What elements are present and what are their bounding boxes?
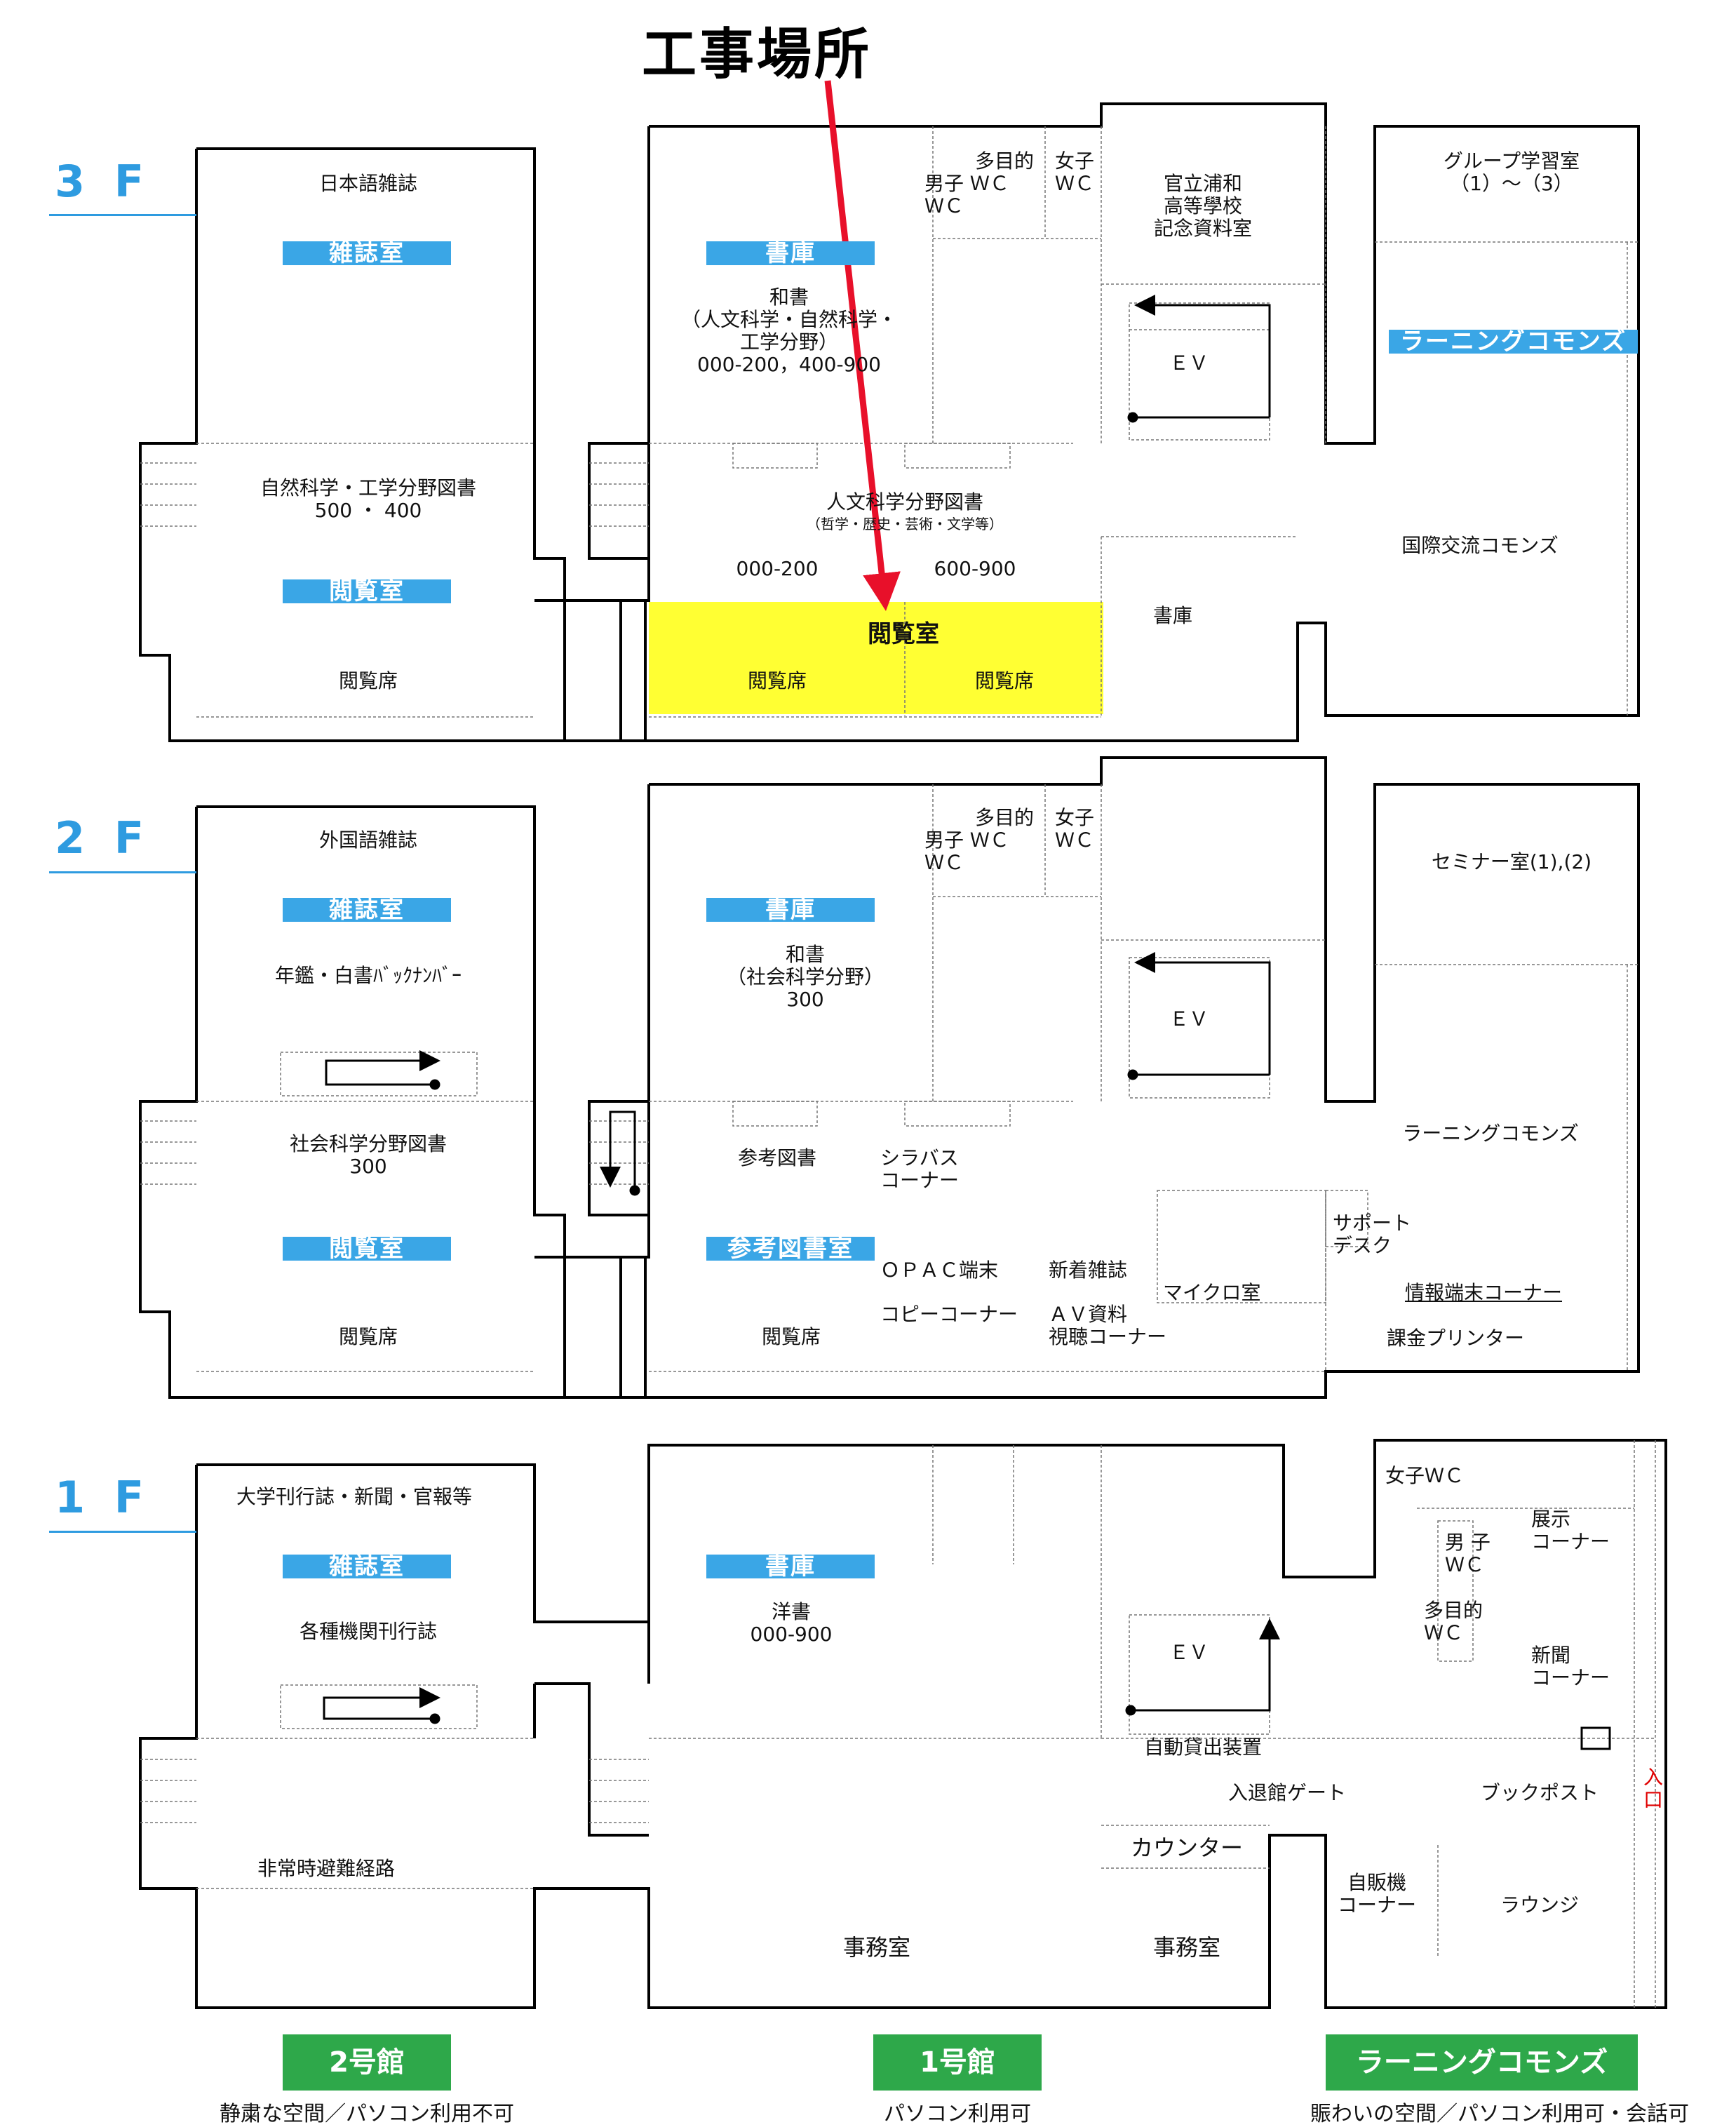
f2-printer: 課金プリンター: [1386, 1327, 1525, 1350]
f3-magazine-room-bar: 雑誌室: [283, 241, 451, 265]
floor-label-2f: 2 F: [55, 812, 152, 864]
f1-wc-male: 男 子 ＷＣ: [1445, 1531, 1491, 1576]
f2-wc-multi: 多目的: [974, 806, 1035, 829]
f1-lounge: ラウンジ: [1500, 1893, 1580, 1917]
f3-range-b: 600-900: [934, 557, 1016, 580]
f3-stack: 書庫: [1152, 604, 1193, 627]
f2-seminar: セミナー室(1),(2): [1431, 850, 1592, 873]
f3-wc-female: 女子 ＷＣ: [1054, 149, 1095, 195]
floor-underline-1f: [49, 1531, 196, 1533]
f2-ev: ＥＶ: [1169, 1007, 1209, 1031]
f2-copy-corner: コピーコーナー: [880, 1303, 1018, 1326]
f1-magazine-room-bar: 雑誌室: [283, 1555, 451, 1578]
f2-reference-books: 参考図書: [737, 1146, 817, 1169]
ev-route-1f: [323, 1618, 1280, 1724]
f2-opac: ＯＰＡＣ端末: [880, 1259, 999, 1282]
f2-terminals: 情報端末コーナー: [1404, 1281, 1563, 1304]
f3-seats-left: 閲覧席: [338, 669, 398, 692]
f1-entrance: 入 口: [1643, 1766, 1664, 1811]
f2-av-corner: ＡＶ資料 視聴コーナー: [1049, 1303, 1167, 1348]
f2-micro-room: マイクロ室: [1163, 1281, 1261, 1304]
f2-seats: 閲覧席: [761, 1325, 821, 1348]
f3-seats-b: 閲覧席: [974, 669, 1035, 692]
legend-badge-commons: ラーニングコモンズ: [1326, 2034, 1638, 2091]
f2-support-desk: サポート デスク: [1333, 1212, 1412, 1257]
f2-syllabus: シラバス コーナー: [880, 1146, 960, 1192]
floor-underline-2f: [49, 871, 196, 873]
floor-label-1f: 1 F: [55, 1472, 152, 1523]
floor-label-3f: 3 F: [55, 156, 152, 207]
f3-commons-bar: ラーニングコモンズ: [1389, 330, 1638, 354]
f3-washo: 和書 （人文科学・自然科学・ 工学分野） 000-200，400-900: [680, 286, 898, 376]
f3-stack-bar: 書庫: [706, 241, 875, 265]
f2-reading-room-bar: 閲覧室: [283, 1237, 451, 1261]
legend-caption-bldg2: 静粛な空間／パソコン利用不可: [220, 2102, 514, 2126]
legend-badge-bldg2: 2号館: [283, 2034, 451, 2091]
f3-range-a: 000-200: [736, 557, 819, 580]
f2-social-books: 社会科学分野図書 300: [289, 1132, 448, 1178]
f2-stack-bar: 書庫: [706, 898, 875, 922]
ev-route-2f: [325, 952, 1271, 1196]
f3-wc-multi: 多目的: [974, 149, 1035, 173]
legend-badge-bldg1: 1号館: [873, 2034, 1042, 2091]
f3-human-books-sub: （哲学・歴史・芸術・文学等）: [807, 516, 1003, 532]
f1-exhibit: 展示 コーナー: [1531, 1508, 1610, 1553]
f3-seats-a: 閲覧席: [747, 669, 807, 692]
floor-underline-3f: [49, 214, 196, 216]
f3-intl-commons: 国際交流コモンズ: [1401, 534, 1559, 557]
f1-office-b: 事務室: [1152, 1934, 1221, 1961]
f3-wc-male: 男子 ＷＣ ＷＣ: [924, 172, 1009, 217]
floor-1: [139, 1439, 1667, 2009]
f3-human-books: 人文科学分野図書: [826, 490, 984, 514]
f1-bookpost: ブックポスト: [1480, 1781, 1599, 1804]
f3-group-room: グループ学習室 （1）～（3）: [1443, 149, 1580, 195]
f2-wc-female: 女子 ＷＣ: [1054, 806, 1095, 852]
f1-gate: 入退館ゲート: [1227, 1781, 1347, 1804]
f1-wc-female: 女子ＷＣ: [1385, 1464, 1465, 1487]
f3-reading-room: 閲覧室: [868, 620, 939, 648]
f2-seats-left: 閲覧席: [338, 1325, 398, 1348]
f1-ev: ＥＶ: [1169, 1641, 1209, 1664]
f2-new-magazines: 新着雑誌: [1049, 1259, 1128, 1282]
f1-counter: カウンター: [1130, 1834, 1244, 1861]
f2-commons: ラーニングコモンズ: [1402, 1122, 1579, 1145]
f3-ev: ＥＶ: [1169, 351, 1209, 375]
floor-3: [139, 102, 1640, 742]
legend-caption-bldg1: パソコン利用可: [884, 2102, 1031, 2126]
f2-magazine-label: 外国語雑誌: [318, 828, 418, 852]
f2-wc-male: 男子 ＷＣ ＷＣ: [924, 828, 1009, 874]
f2-washo: 和書 （社会科学分野） 300: [726, 943, 884, 1011]
f1-newspaper: 新聞 コーナー: [1531, 1644, 1610, 1689]
f1-office-a: 事務室: [842, 1934, 911, 1961]
f1-yosho: 洋書 000-900: [750, 1600, 833, 1646]
f3-sci-books: 自然科学・工学分野図書 500 ・ 400: [260, 476, 477, 522]
f1-stack-bar: 書庫: [706, 1555, 875, 1578]
f1-wc-multi: 多目的 ＷＣ: [1424, 1599, 1483, 1644]
f1-auto-lend: 自動貸出装置: [1143, 1736, 1263, 1759]
f1-magazine-label: 大学刊行誌・新聞・官報等: [236, 1485, 473, 1508]
f1-inst-pub: 各種機関刊行誌: [299, 1620, 438, 1643]
f3-reading-room-bar: 閲覧室: [283, 579, 451, 603]
f3-memorial: 官立浦和 高等學校 記念資料室: [1153, 172, 1253, 240]
f1-vending: 自販機 コーナー: [1337, 1871, 1417, 1917]
construction-area: [649, 602, 1103, 714]
legend-caption-commons: 賑わいの空間／パソコン利用可・会話可: [1310, 2102, 1689, 2126]
f1-evac-route: 非常時避難経路: [257, 1857, 396, 1880]
f2-reference-room-bar: 参考図書室: [706, 1237, 875, 1261]
construction-arrow: [824, 80, 901, 611]
ev-route-3f: [1127, 295, 1271, 423]
f2-magazine-room-bar: 雑誌室: [283, 898, 451, 922]
construction-site-title: 工事場所: [642, 23, 873, 86]
f3-magazine-label: 日本語雑誌: [318, 172, 418, 195]
f2-yearbook: 年鑑・白書ﾊﾞｯｸﾅﾝﾊﾞｰ: [274, 964, 462, 987]
